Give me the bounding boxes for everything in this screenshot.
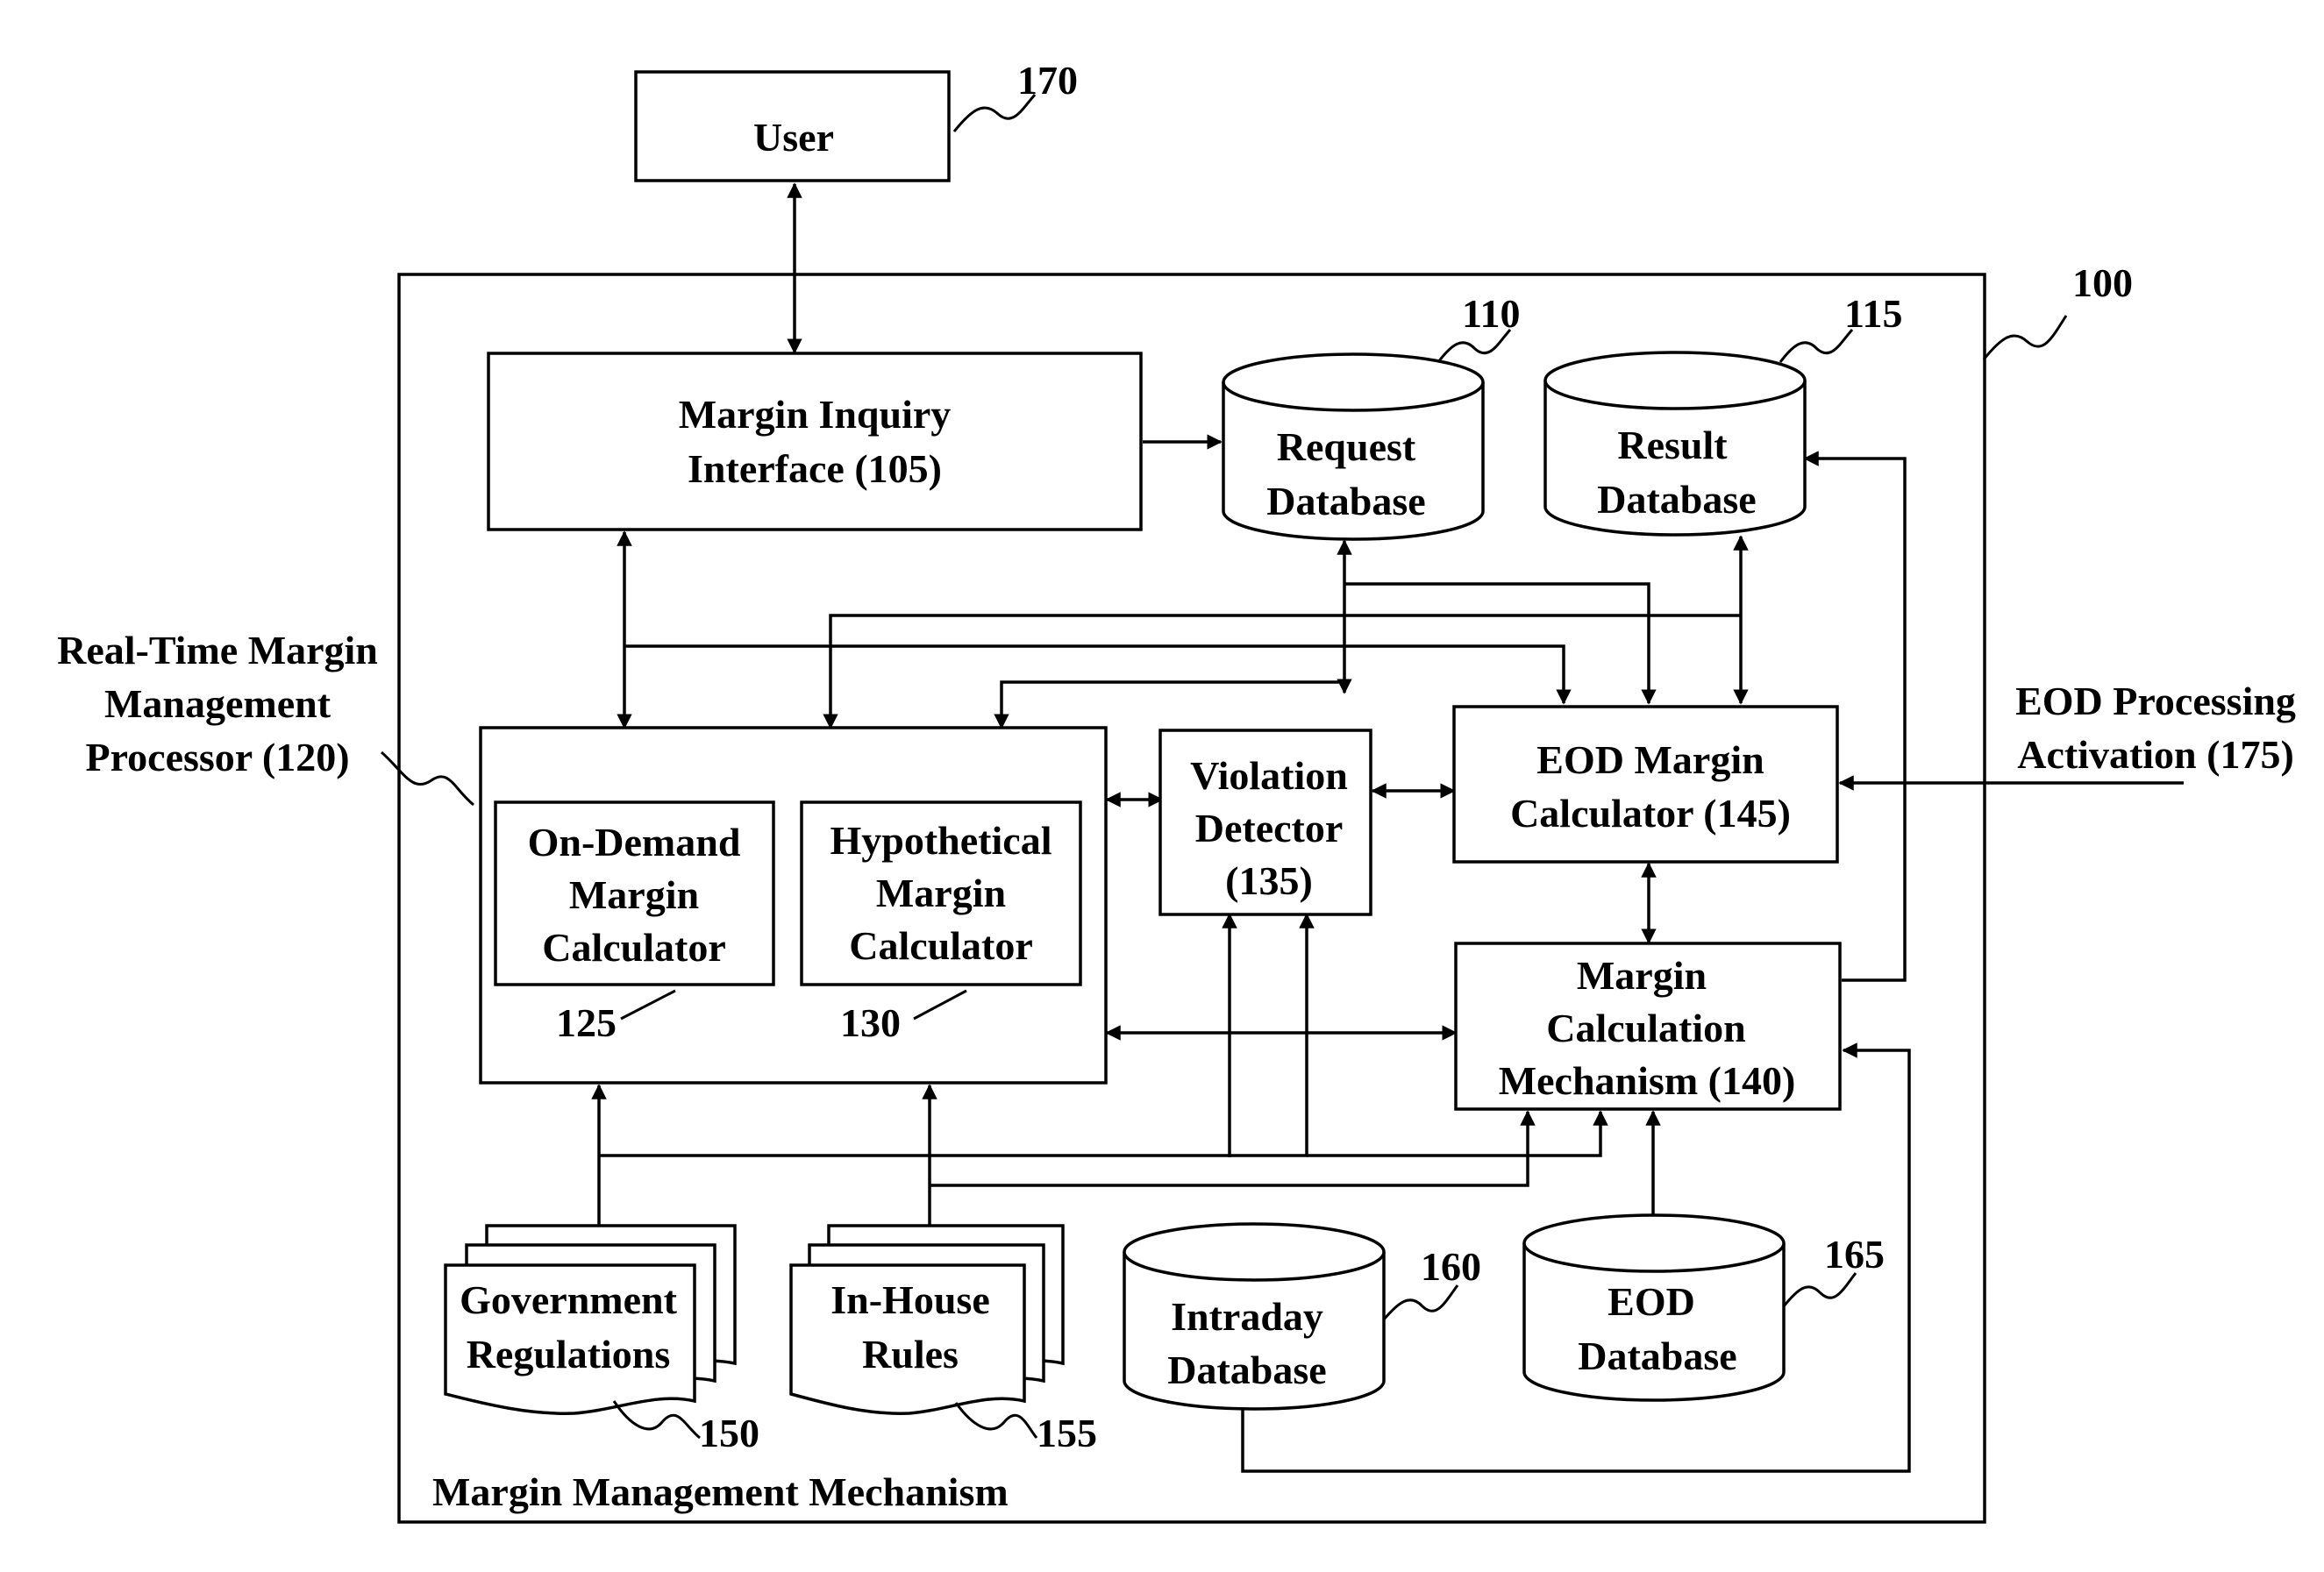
request-database-node: Request Database: [1223, 354, 1483, 539]
intraday-database-ref: 160: [1421, 1244, 1481, 1289]
result-database-label-2: Database: [1597, 477, 1756, 522]
real-time-processor-label-2: Management: [104, 681, 331, 726]
request-database-label-1: Request: [1277, 424, 1416, 469]
result-database-ref: 115: [1844, 291, 1902, 336]
eod-margin-calculator-label-2: Calculator (145): [1510, 791, 1791, 836]
eod-database-ref: 165: [1824, 1232, 1885, 1277]
margin-inquiry-interface-label-1: Margin Inquiry: [679, 392, 952, 437]
eod-processing-activation-label-1: EOD Processing: [2015, 679, 2296, 723]
violation-detector-label-1: Violation: [1190, 753, 1348, 798]
eod-margin-calculator-node: EOD Margin Calculator (145): [1454, 707, 1837, 862]
hypothetical-calculator-ref: 130: [840, 1000, 901, 1045]
government-regulations-ref: 150: [699, 1411, 759, 1455]
hypothetical-calculator-label-3: Calculator: [849, 923, 1033, 968]
eod-database-label-2: Database: [1578, 1334, 1736, 1378]
result-database-node: Result Database: [1545, 352, 1805, 535]
government-regulations-label-2: Regulations: [467, 1332, 671, 1376]
eod-database-label-1: EOD: [1608, 1279, 1695, 1324]
result-database-label-1: Result: [1617, 423, 1728, 467]
eod-processing-activation: EOD Processing Activation (175): [2015, 679, 2296, 777]
government-regulations-node: Government Regulations: [446, 1226, 735, 1413]
real-time-processor-caption: Real-Time Margin Management Processor (1…: [57, 628, 474, 805]
user-node: User: [636, 72, 949, 181]
real-time-processor-label-3: Processor (120): [85, 735, 349, 779]
user-label: User: [753, 115, 834, 160]
in-house-rules-label-2: Rules: [862, 1332, 959, 1376]
hypothetical-calculator-label-1: Hypothetical: [831, 818, 1052, 863]
margin-calculation-mechanism-label-2: Calculation: [1546, 1006, 1745, 1050]
real-time-processor-label-1: Real-Time Margin: [57, 628, 378, 672]
eod-database-node: EOD Database: [1524, 1215, 1784, 1400]
on-demand-calculator-ref: 125: [556, 1000, 617, 1045]
eod-margin-calculator-label-1: EOD Margin: [1536, 737, 1764, 782]
on-demand-calculator-label-3: Calculator: [542, 925, 726, 970]
hypothetical-calculator-label-2: Margin: [876, 871, 1006, 915]
in-house-rules-ref: 155: [1037, 1411, 1097, 1455]
margin-inquiry-interface-node: Margin Inquiry Interface (105): [488, 353, 1141, 530]
request-database-label-2: Database: [1266, 479, 1425, 523]
user-ref: 170: [1017, 58, 1078, 103]
in-house-rules-node: In-House Rules: [791, 1226, 1063, 1413]
margin-calculation-mechanism-node: Margin Calculation Mechanism (140): [1456, 943, 1840, 1109]
government-regulations-label-1: Government: [460, 1277, 678, 1322]
margin-calculation-mechanism-label-1: Margin: [1577, 953, 1707, 998]
on-demand-calculator-label-2: Margin: [569, 872, 699, 917]
hypothetical-calculator-node: Hypothetical Margin Calculator: [802, 802, 1080, 985]
margin-management-mechanism-label: Margin Management Mechanism: [432, 1469, 1009, 1514]
on-demand-calculator-label-1: On-Demand: [528, 820, 741, 864]
margin-calculation-mechanism-label-3: Mechanism (140): [1499, 1058, 1796, 1103]
intraday-database-node: Intraday Database: [1124, 1224, 1384, 1409]
violation-detector-label-3: (135): [1225, 858, 1313, 903]
intraday-database-label-2: Database: [1167, 1348, 1326, 1392]
request-database-ref: 110: [1462, 291, 1520, 336]
intraday-database-label-1: Intraday: [1171, 1294, 1323, 1339]
margin-inquiry-interface-label-2: Interface (105): [688, 446, 942, 491]
eod-processing-activation-label-2: Activation (175): [2017, 732, 2294, 777]
system-ref: 100: [2072, 260, 2133, 305]
in-house-rules-label-1: In-House: [831, 1277, 989, 1322]
on-demand-calculator-node: On-Demand Margin Calculator: [495, 802, 773, 985]
violation-detector-label-2: Detector: [1195, 806, 1344, 850]
violation-detector-node: Violation Detector (135): [1160, 730, 1371, 914]
